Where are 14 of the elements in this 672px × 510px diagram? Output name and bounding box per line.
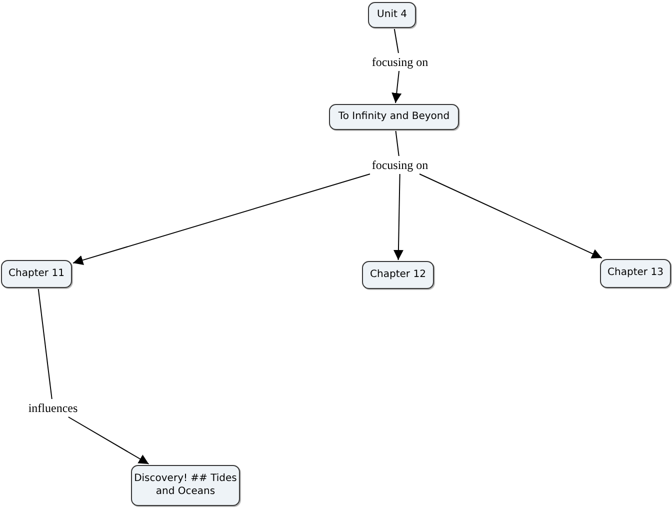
connector: [72, 174, 370, 265]
connector: [419, 174, 602, 258]
concept-box: Chapter 12: [362, 261, 434, 289]
concept-box: Chapter 13: [600, 259, 671, 288]
concept-box: To Infinity and Beyond: [329, 104, 459, 130]
connector: [68, 416, 150, 464]
connector: [392, 70, 402, 104]
connector: [395, 130, 400, 156]
connector: [394, 28, 399, 54]
concept-box: Chapter 11: [1, 260, 72, 288]
connector: [38, 288, 52, 400]
concept-box: Unit 4: [368, 2, 416, 28]
connector: [393, 174, 404, 260]
concept-box: Discovery! ## Tides and Oceans: [131, 465, 240, 506]
